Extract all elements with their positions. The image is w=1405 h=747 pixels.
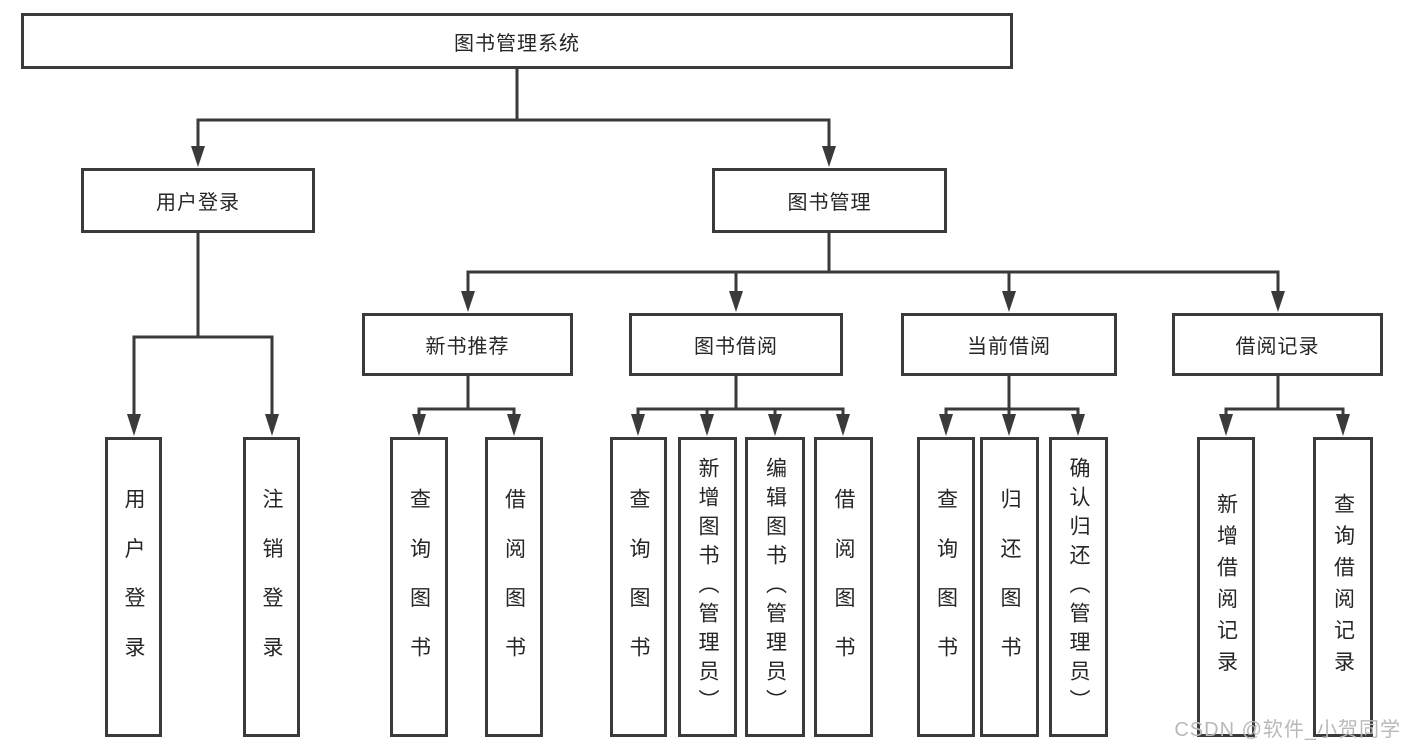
- node-borrowing-records: 借阅记录: [1172, 313, 1383, 376]
- node-user-login: 用户登录: [81, 168, 315, 233]
- csdn-watermark: CSDN @软件_小贺同学: [1174, 719, 1401, 741]
- leaf-user-login-label: 用户登录: [122, 488, 145, 686]
- leaf-query-books-borrowing: 查询图书: [610, 437, 667, 737]
- leaf-borrow-books-label: 借阅图书: [832, 488, 855, 686]
- node-current-borrowing: 当前借阅: [901, 313, 1117, 376]
- leaf-confirm-return-admin: 确认归还（管理员）: [1049, 437, 1108, 737]
- node-root: 图书管理系统: [21, 13, 1013, 69]
- leaf-borrow-books: 借阅图书: [814, 437, 873, 737]
- leaf-logout: 注销登录: [243, 437, 300, 737]
- leaf-add-book-admin-label: 新增图书（管理员）: [696, 456, 719, 718]
- leaf-query-books-current: 查询图书: [917, 437, 975, 737]
- leaf-return-book-label: 归还图书: [998, 488, 1021, 686]
- node-book-borrowing: 图书借阅: [629, 313, 843, 376]
- leaf-confirm-return-admin-label: 确认归还（管理员）: [1067, 456, 1090, 718]
- leaf-query-books-current-label: 查询图书: [934, 488, 958, 686]
- leaf-add-borrow-record: 新增借阅记录: [1197, 437, 1255, 737]
- leaf-borrow-books-recommend: 借阅图书: [485, 437, 543, 737]
- leaf-query-books-recommend-label: 查询图书: [407, 488, 431, 686]
- node-borrowing-records-label: 借阅记录: [1235, 336, 1320, 358]
- node-book-management-label: 图书管理: [787, 192, 872, 214]
- leaf-user-login: 用户登录: [105, 437, 162, 737]
- leaf-query-borrow-record: 查询借阅记录: [1313, 437, 1373, 737]
- node-user-login-label: 用户登录: [156, 192, 240, 214]
- leaf-query-books-recommend: 查询图书: [390, 437, 448, 737]
- leaf-query-borrow-record-label: 查询借阅记录: [1331, 492, 1355, 682]
- leaf-add-book-admin: 新增图书（管理员）: [678, 437, 737, 737]
- node-current-borrowing-label: 当前借阅: [967, 336, 1051, 358]
- leaf-add-borrow-record-label: 新增借阅记录: [1214, 492, 1238, 682]
- leaf-borrow-books-recommend-label: 借阅图书: [502, 488, 526, 686]
- leaf-edit-book-admin-label: 编辑图书（管理员）: [763, 456, 787, 718]
- leaf-query-books-borrowing-label: 查询图书: [627, 488, 650, 686]
- leaf-logout-label: 注销登录: [260, 488, 283, 686]
- leaf-return-book: 归还图书: [980, 437, 1039, 737]
- node-new-book-recommend-label: 新书推荐: [425, 336, 510, 358]
- node-book-management: 图书管理: [712, 168, 947, 233]
- node-new-book-recommend: 新书推荐: [362, 313, 573, 376]
- leaf-edit-book-admin: 编辑图书（管理员）: [745, 437, 805, 737]
- node-root-label: 图书管理系统: [454, 32, 580, 55]
- node-book-borrowing-label: 图书借阅: [694, 336, 778, 358]
